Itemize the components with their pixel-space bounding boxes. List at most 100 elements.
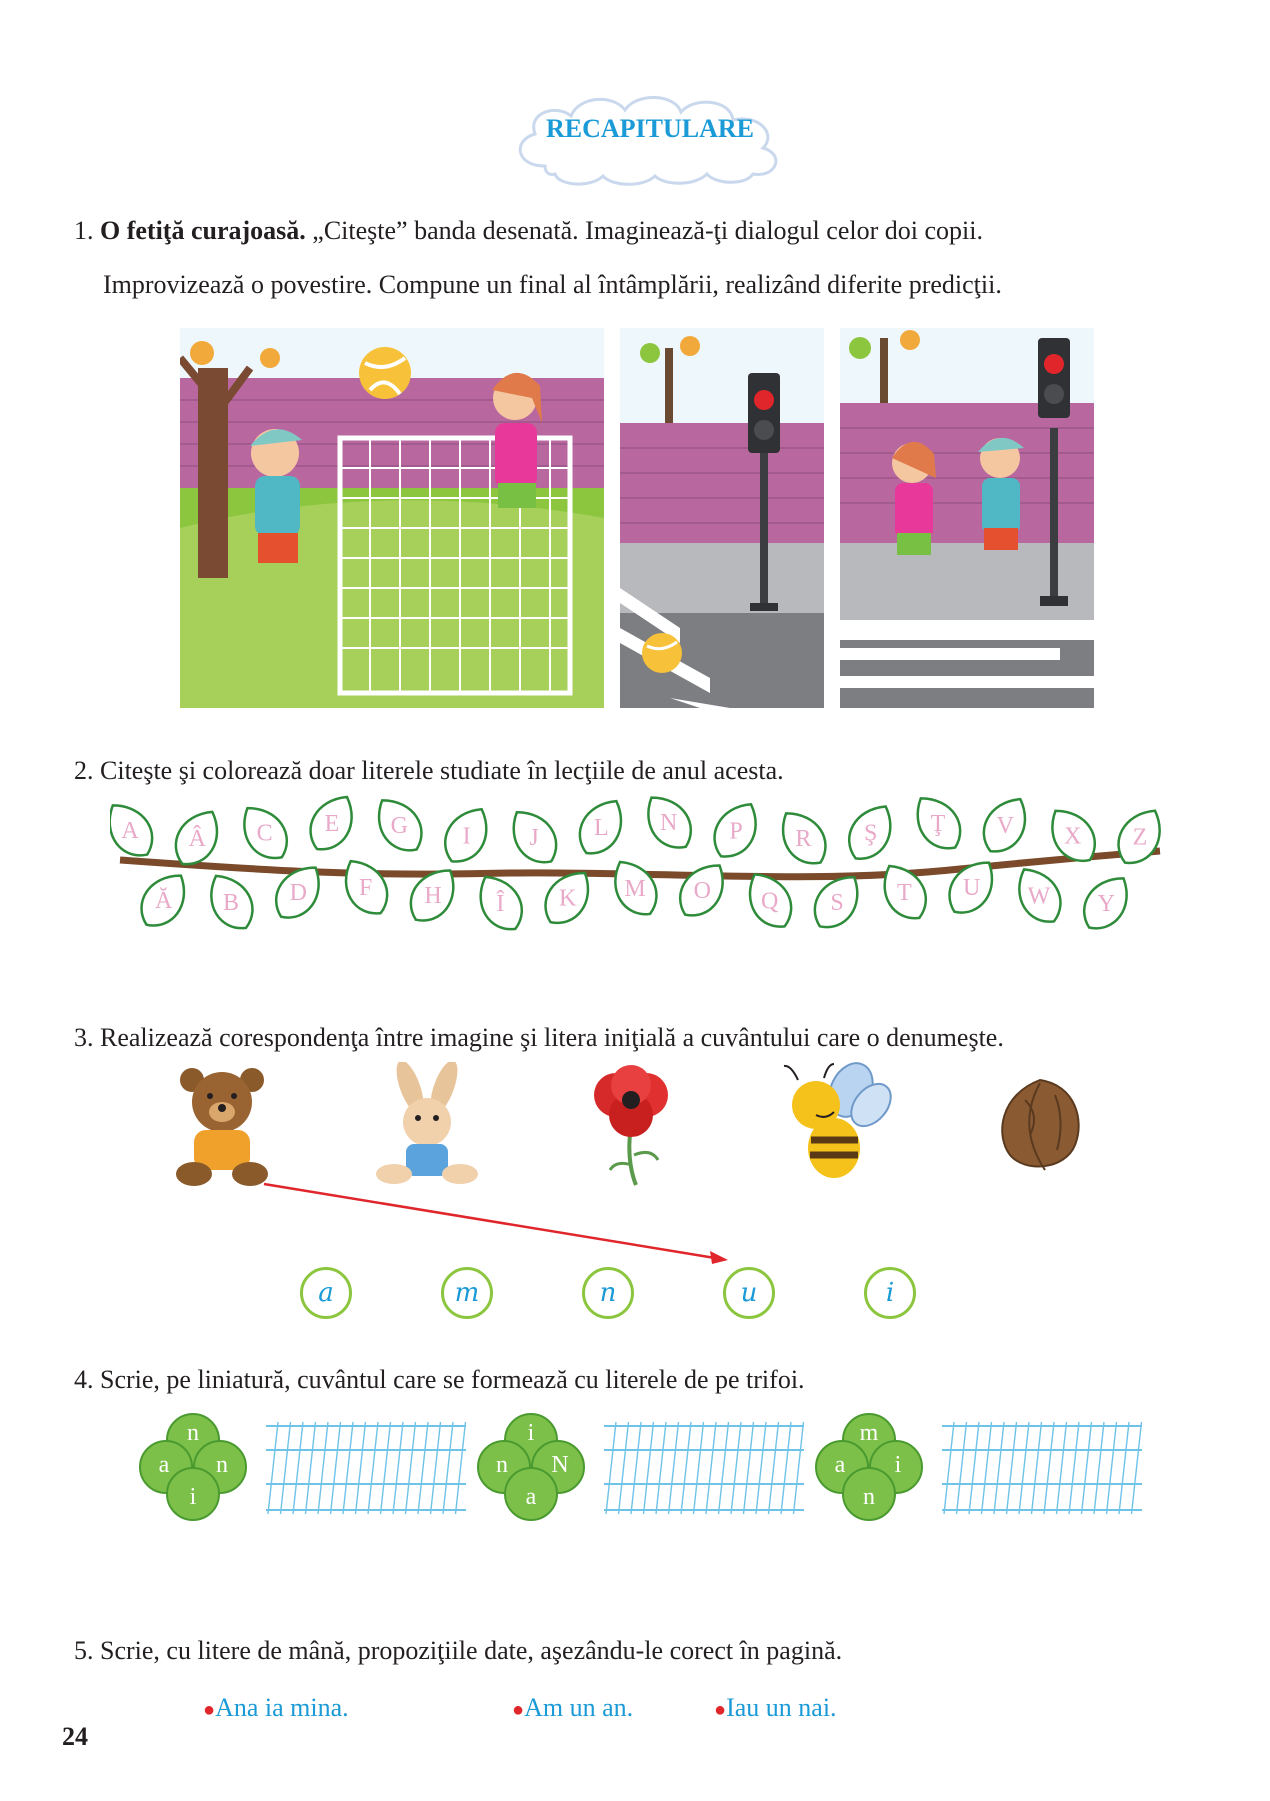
grid-slant-line — [292, 1421, 304, 1515]
leaf-letter[interactable]: Q — [761, 888, 778, 914]
comic-panel-3 — [840, 328, 1094, 620]
leaf — [409, 869, 455, 922]
leaf-letter[interactable]: P — [729, 818, 742, 844]
clover-letter: N — [551, 1452, 568, 1478]
grid-slant-line — [742, 1421, 755, 1515]
leaf-letter[interactable]: Ă — [155, 888, 173, 914]
leaf — [512, 811, 558, 864]
leaf-letter[interactable]: E — [325, 811, 340, 837]
leaf-letter[interactable]: F — [359, 875, 372, 901]
grid-slant-line — [342, 1421, 354, 1515]
exercise-1-title: O fetiţă curajoasă. — [100, 216, 306, 245]
leaf-letter[interactable]: Y — [1098, 891, 1115, 917]
leaf-letter[interactable]: O — [694, 878, 711, 904]
exercise-5-text: 5. Scrie, cu litere de mână, propoziţiil… — [74, 1636, 843, 1665]
leaf-letter[interactable]: C — [257, 821, 273, 847]
leaf — [275, 866, 320, 919]
leaf — [544, 871, 590, 925]
letter-circle-n[interactable]: n — [582, 1267, 634, 1319]
bee-picture — [783, 1062, 892, 1178]
leaf-letter[interactable]: X — [1064, 823, 1081, 849]
grid-slant-line — [417, 1421, 429, 1515]
grid-slant-line — [329, 1421, 342, 1515]
leaf — [344, 859, 389, 915]
clover-letter: i — [190, 1484, 197, 1510]
grid-slant-line — [705, 1421, 717, 1515]
leaf-letter[interactable]: Z — [1133, 825, 1148, 851]
letter-circle-u[interactable]: u — [723, 1267, 775, 1319]
leaf-letter[interactable]: B — [223, 890, 239, 916]
sentence-text: Iau un nai. — [726, 1693, 837, 1722]
leaf-letter[interactable]: Â — [189, 826, 207, 852]
grid-slant-line — [667, 1421, 680, 1515]
grid-slant-line — [605, 1421, 617, 1515]
walnut-picture — [1001, 1078, 1080, 1171]
writing-grid[interactable] — [942, 1420, 1142, 1516]
leaf-letter[interactable]: L — [594, 815, 609, 841]
leaf — [1018, 868, 1062, 923]
sentence-text: Am un an. — [524, 1693, 634, 1722]
grid-slant-line — [1018, 1421, 1030, 1515]
writing-grid[interactable] — [266, 1420, 466, 1516]
leaf-letter[interactable]: I — [463, 823, 471, 849]
grid-slant-line — [304, 1421, 317, 1515]
grid-slant-line — [980, 1421, 993, 1515]
sentence-1: ●Ana ia mina. — [203, 1693, 349, 1723]
leaf-letter[interactable]: U — [963, 875, 980, 901]
leaf — [916, 797, 962, 850]
leaf — [377, 799, 423, 852]
leaf-letter[interactable]: H — [424, 883, 441, 909]
grid-slant-line — [792, 1421, 804, 1515]
leaf — [210, 874, 254, 930]
sentence-3: ●Iau un nai. — [714, 1693, 837, 1723]
leaf-letter[interactable]: J — [529, 825, 538, 851]
letter-circle-m[interactable]: m — [441, 1267, 493, 1319]
grid-slant-line — [630, 1421, 642, 1515]
leaf — [647, 796, 692, 849]
grid-slant-line — [354, 1421, 367, 1515]
grid-slant-line — [1093, 1421, 1105, 1515]
bullet-dot: ● — [714, 1699, 727, 1721]
leaf-letter[interactable]: Ţ — [931, 811, 946, 837]
letter-circle-a[interactable]: a — [300, 1267, 352, 1319]
exercise-4-text: 4. Scrie, pe liniatură, cuvântul care se… — [74, 1365, 805, 1394]
leaf-letter[interactable]: V — [997, 813, 1015, 839]
clover-leaf — [504, 1467, 558, 1521]
grid-slant-line — [1118, 1421, 1130, 1515]
leaf-letter[interactable]: D — [290, 880, 307, 906]
leaf-letter[interactable]: S — [830, 890, 843, 916]
leaf-letter[interactable]: A — [121, 818, 139, 844]
leaf-letter[interactable]: Ş — [864, 820, 877, 846]
page-title: RECAPITULARE — [545, 114, 755, 143]
grid-slant-line — [267, 1421, 279, 1515]
grid-slant-line — [955, 1421, 968, 1515]
grid-slant-line — [1080, 1421, 1093, 1515]
grid-slant-line — [367, 1421, 379, 1515]
clover-letter: n — [863, 1484, 875, 1510]
leaf-letter[interactable]: W — [1028, 883, 1051, 909]
leaf — [479, 875, 524, 931]
leaf-letter[interactable]: M — [624, 876, 645, 902]
letter-branch: A Ă Â B C D E F G H I Î J K L M N O P Q R S Ş T Ţ U V W X Y Z — [110, 795, 1161, 931]
grid-slant-line — [1055, 1421, 1068, 1515]
clover-letter: a — [159, 1452, 170, 1478]
leaf-letter[interactable]: G — [391, 813, 408, 839]
leaf-letter[interactable]: N — [660, 810, 677, 836]
grid-slant-line — [780, 1421, 792, 1515]
leaf — [679, 864, 724, 917]
clover-letter: n — [187, 1420, 199, 1446]
leaf-letter[interactable]: K — [559, 886, 577, 912]
grid-slant-line — [655, 1421, 667, 1515]
grid-slant-line — [692, 1421, 705, 1515]
leaf-letter[interactable]: T — [897, 880, 912, 906]
letter-circle-i[interactable]: i — [864, 1267, 916, 1319]
clover-letter: i — [528, 1420, 535, 1446]
grid-slant-line — [317, 1421, 329, 1515]
grid-slant-line — [404, 1421, 417, 1515]
leaf-letter[interactable]: R — [795, 826, 811, 852]
leaf — [948, 861, 994, 914]
comic-panel-2 — [620, 328, 824, 708]
leaf-letter[interactable]: Î — [496, 891, 504, 917]
writing-grid[interactable] — [604, 1420, 804, 1516]
